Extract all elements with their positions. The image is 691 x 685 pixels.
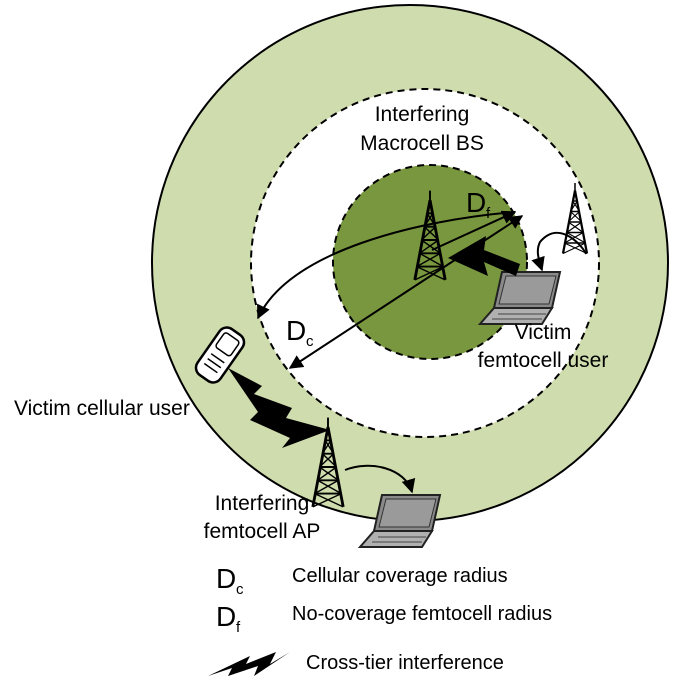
legend: D c Cellular coverage radius D f No-cove… [208, 563, 552, 676]
interfering-femto-ap-label-line2: femtocell AP [204, 520, 321, 543]
legend-df-symbol: D [216, 601, 236, 632]
legend-dc-text: Cellular coverage radius [292, 565, 508, 587]
femto-ap-to-victim-cellular-interference-lightning-icon [228, 368, 330, 448]
victim-femto-user-label-line2: femtocell user [478, 349, 609, 372]
macro-bs-label-line1: Interfering [375, 103, 470, 126]
df-symbol: D [466, 187, 486, 218]
dc-subscript: c [306, 333, 314, 350]
victim-femto-user-label-line1: Victim [515, 321, 572, 344]
legend-lightning-icon [208, 652, 290, 676]
macro-to-victim-laptop-interference-lightning-icon [448, 236, 520, 276]
interfering-femto-ap-label-line1: Interfering [215, 492, 310, 515]
dc-symbol: D [286, 315, 306, 346]
macro-bs-label-line2: Macrocell BS [360, 132, 484, 155]
victim-cellular-user-label: Victim cellular user [14, 397, 190, 420]
femto-ap-to-victim-laptop-arrow [531, 232, 587, 272]
victim-cellular-phone-icon [194, 326, 246, 384]
interfering-ap-to-laptop-arrow [344, 464, 416, 494]
legend-df-subscript: f [236, 619, 241, 636]
legend-interference-text: Cross-tier interference [306, 652, 504, 674]
macro-to-victim-cellular-arrow [257, 211, 516, 320]
legend-dc-subscript: c [236, 581, 244, 598]
legend-dc-symbol: D [216, 563, 236, 594]
df-subscript: f [486, 205, 491, 222]
legend-df-text: No-coverage femtocell radius [292, 603, 552, 625]
